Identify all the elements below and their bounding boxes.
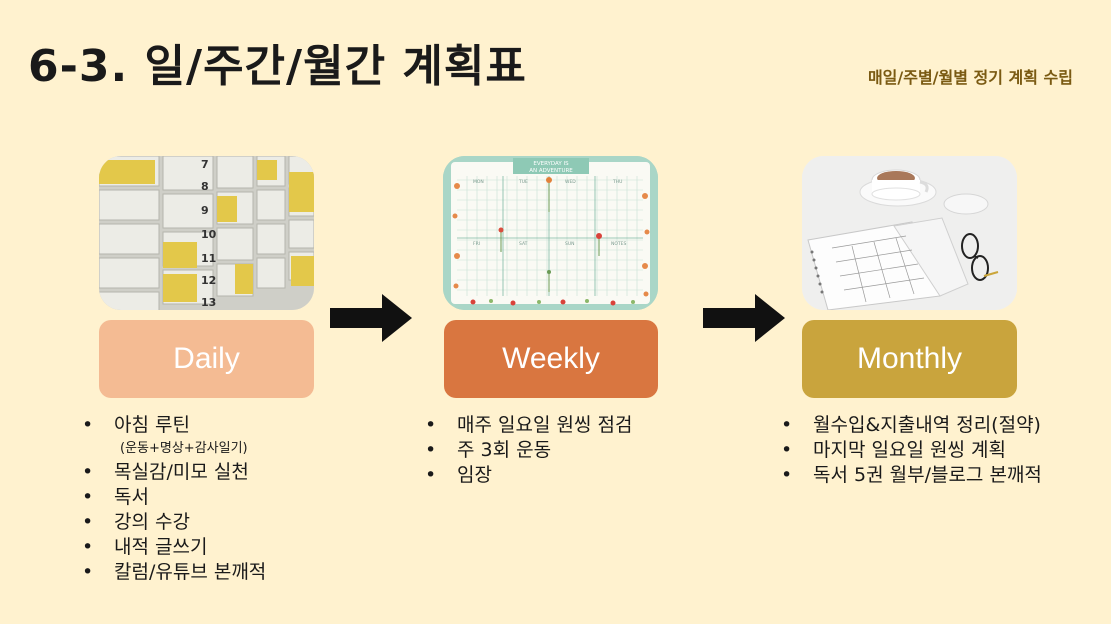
list-item: 칼럼/유튜브 본깨적 xyxy=(82,560,342,585)
planner-day-sun: SUN xyxy=(565,241,575,247)
monthly-label-box: Monthly xyxy=(802,320,1017,398)
arrow-right-icon xyxy=(330,294,412,342)
list-item: 월수입&지출내역 정리(절약) xyxy=(781,413,1106,438)
daily-label-box: Daily xyxy=(99,320,314,398)
daily-list: 아침 루틴 (운동+명상+감사일기) 목실감/미모 실천 독서 강의 수강 내적… xyxy=(82,413,342,585)
list-item: 내적 글쓰기 xyxy=(82,535,342,560)
daily-label: Daily xyxy=(173,342,240,375)
list-item: 주 3회 운동 xyxy=(425,438,725,463)
planner-banner-line2: AN ADVENTURE xyxy=(529,168,573,174)
list-item: 독서 xyxy=(82,485,342,510)
planner-day-tue: TUE xyxy=(518,179,528,185)
cal-num-9: 9 xyxy=(201,204,209,217)
cal-num-7: 7 xyxy=(201,158,209,171)
weekly-label: Weekly xyxy=(502,342,600,375)
list-item: 아침 루틴 xyxy=(82,413,342,438)
list-item-sub: (운동+명상+감사일기) xyxy=(120,441,248,456)
list-item: 강의 수강 xyxy=(82,510,342,535)
planner-banner-line1: EVERYDAY IS xyxy=(533,161,569,167)
slide-title: 6-3. 일/주간/월간 계획표 xyxy=(28,41,527,92)
list-item: 매주 일요일 원씽 점검 xyxy=(425,413,725,438)
monthly-label: Monthly xyxy=(856,342,963,375)
cal-num-13: 13 xyxy=(201,296,216,309)
monthly-list: 월수입&지출내역 정리(절약) 마지막 일요일 원씽 계획 독서 5권 월부/블… xyxy=(781,413,1106,488)
cal-num-12: 12 xyxy=(201,274,216,287)
slide-subtitle: 매일/주별/월별 정기 계획 수립 xyxy=(867,68,1073,87)
list-item: 마지막 일요일 원씽 계획 xyxy=(781,438,1106,463)
cal-num-10: 10 xyxy=(201,228,217,241)
planner-day-thu: THU xyxy=(612,179,622,185)
cal-num-11: 11 xyxy=(201,252,216,265)
weekly-planner-photo: EVERYDAY IS AN ADVENTURE MON TUE WED THU… xyxy=(443,156,658,310)
arrow-right-icon xyxy=(703,294,785,342)
planner-day-fri: FRI xyxy=(473,241,480,247)
list-item: 임장 xyxy=(425,463,725,488)
planner-day-wed: WED xyxy=(565,179,576,185)
list-item: 독서 5권 월부/블로그 본깨적 xyxy=(781,463,1106,488)
cal-num-8: 8 xyxy=(201,180,209,193)
monthly-desk-photo xyxy=(802,156,1017,310)
planner-day-mon: MON xyxy=(473,179,484,185)
weekly-list: 매주 일요일 원씽 점검 주 3회 운동 임장 xyxy=(425,413,725,488)
planner-day-notes: NOTES xyxy=(611,241,627,247)
list-item: 목실감/미모 실천 xyxy=(82,460,342,485)
planner-day-sat: SAT xyxy=(519,241,528,247)
daily-calendar-photo: 7 8 9 10 11 12 13 xyxy=(99,156,314,310)
weekly-label-box: Weekly xyxy=(444,320,658,398)
